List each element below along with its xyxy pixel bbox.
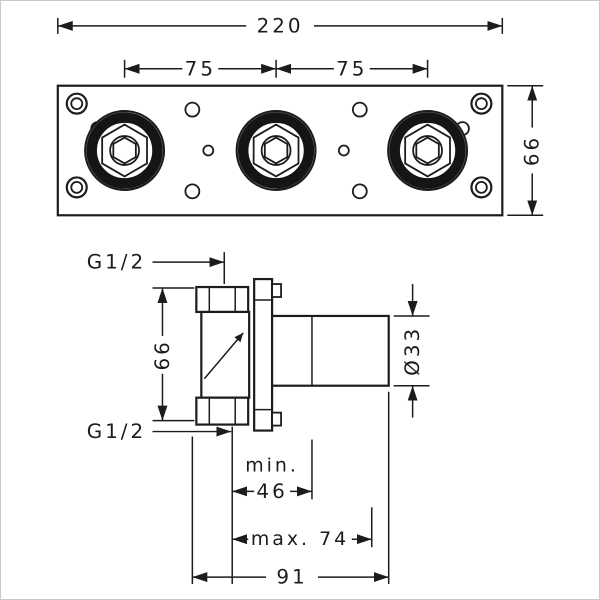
label-bottom-thread: G1/2 xyxy=(87,420,146,443)
bracket-tab-top xyxy=(271,283,282,298)
dim-max-projection: max. 74 xyxy=(232,528,372,550)
dim-min-projection: min. 46 xyxy=(232,454,312,503)
fixing-bolt-top-left xyxy=(65,92,88,115)
dim-connection-spacing: 66 xyxy=(151,287,195,422)
label-pitch-right: 75 xyxy=(336,57,367,80)
spout-pipe xyxy=(270,314,390,387)
plan-view: 220 75 75 66 xyxy=(56,14,544,217)
dim-bottom-thread: G1/2 xyxy=(87,420,232,443)
dim-plate-height: 66 xyxy=(507,84,544,217)
mounting-bracket xyxy=(253,277,282,432)
top-hex-nut xyxy=(195,285,250,314)
dim-top-thread: G1/2 xyxy=(87,251,226,285)
fitting-right xyxy=(387,110,469,191)
fixing-bolt-bottom-right xyxy=(470,176,493,199)
label-plate-height: 66 xyxy=(521,135,544,166)
label-top-thread: G1/2 xyxy=(87,251,146,274)
bottom-hex-nut xyxy=(195,396,250,426)
label-min-value: 46 xyxy=(256,480,287,503)
label-spout-diameter: Ø33 xyxy=(401,326,424,376)
bracket-tab-bottom xyxy=(271,411,282,427)
dim-pitch: 75 75 xyxy=(123,57,429,80)
label-connection-spacing: 66 xyxy=(151,339,174,370)
fixing-bolt-top-right xyxy=(470,92,493,115)
dim-spout-diameter: Ø33 xyxy=(393,284,430,418)
valve-body xyxy=(195,285,251,426)
dim-total-depth: 91 xyxy=(192,566,389,589)
dim-overall-width: 220 xyxy=(57,14,504,37)
label-overall-width: 220 xyxy=(257,14,304,37)
fitting-left xyxy=(84,110,166,191)
side-view: G1/2 66 G1/2 xyxy=(87,251,430,589)
label-max-projection: max. 74 xyxy=(251,528,349,550)
fitting-center xyxy=(235,110,317,191)
label-total-depth: 91 xyxy=(276,566,307,589)
fixing-bolt-bottom-left xyxy=(65,176,88,199)
label-pitch-left: 75 xyxy=(185,57,216,80)
label-min: min. xyxy=(245,454,299,476)
